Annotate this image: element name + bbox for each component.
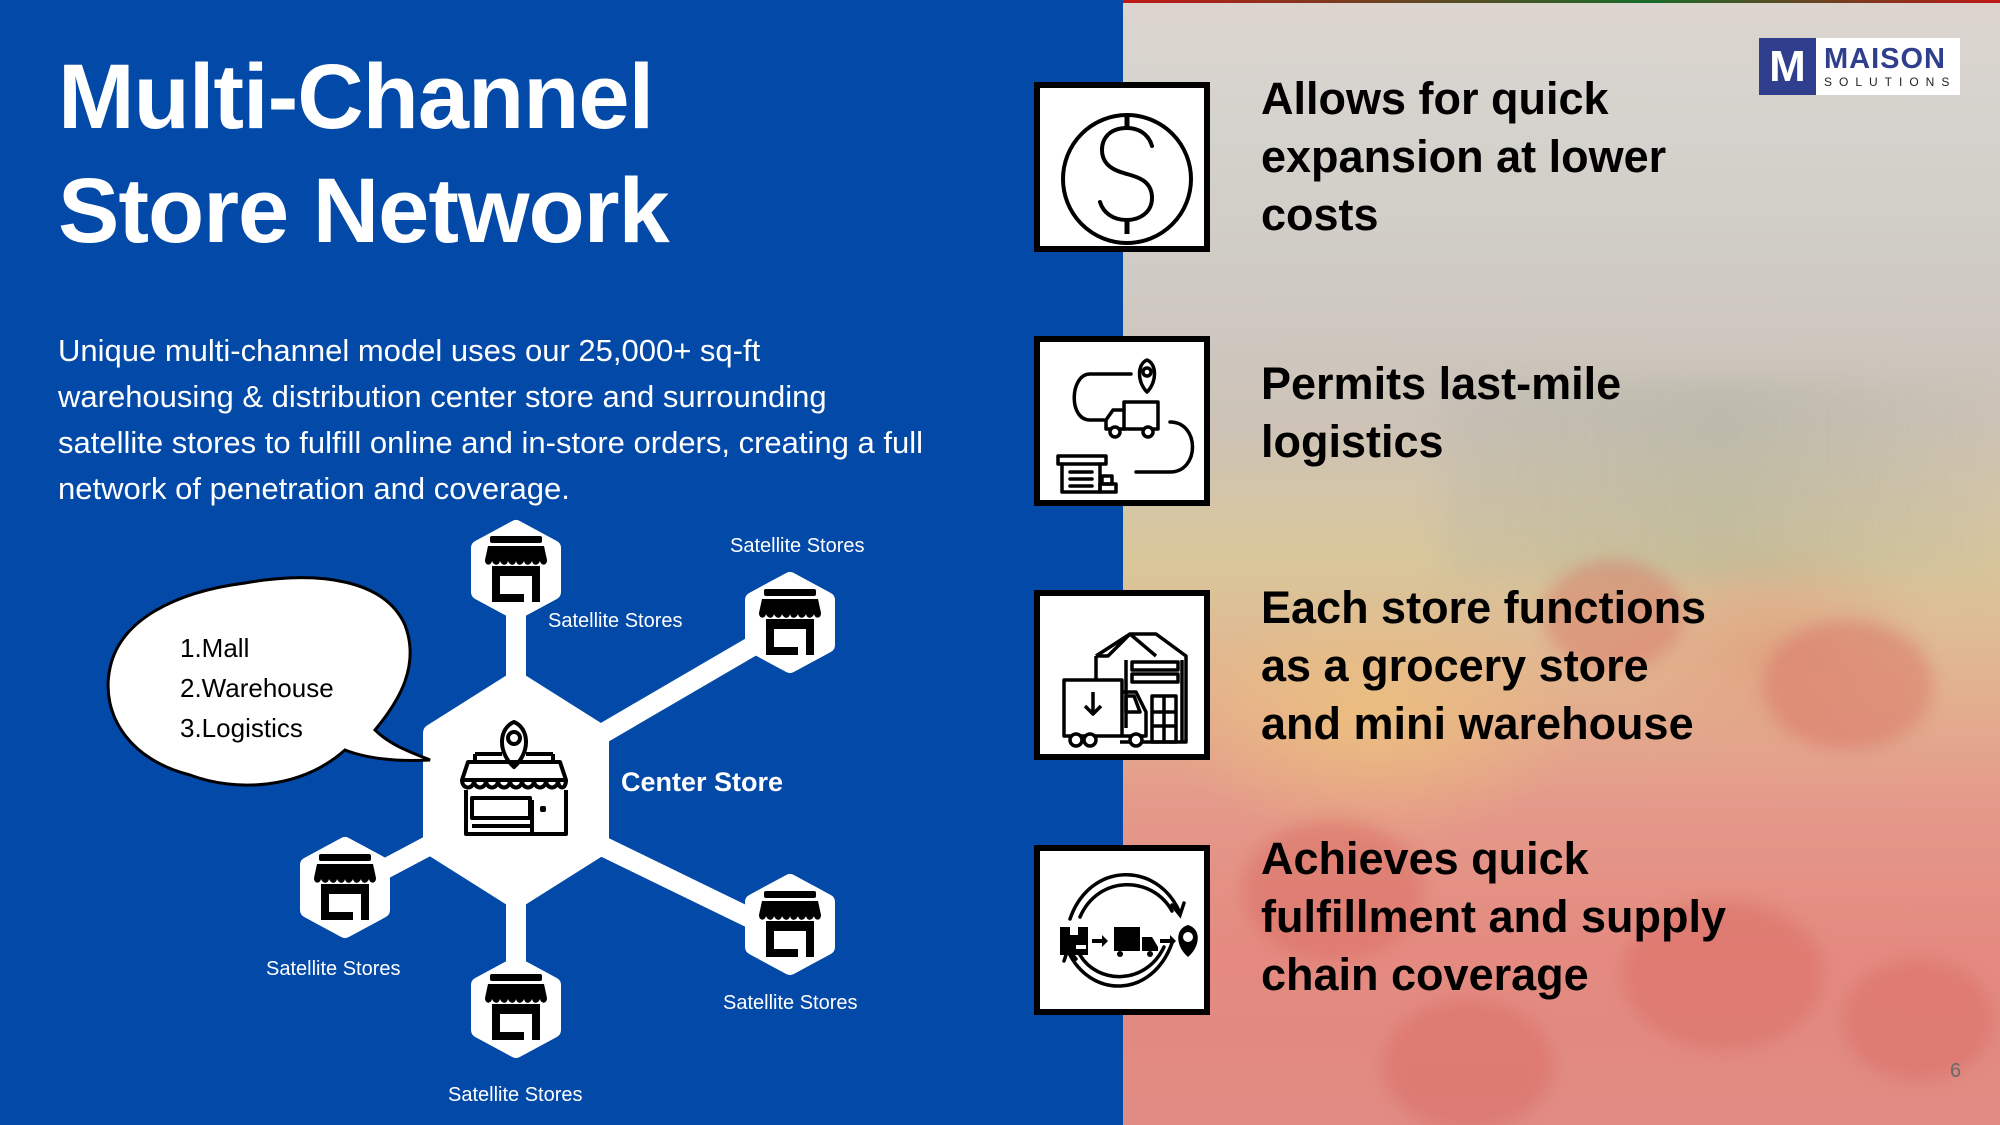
- slide-title: Multi-Channel Store Network: [58, 40, 670, 268]
- warehouse-truck-icon: [1062, 632, 1188, 748]
- feature-icon-box-1: [1034, 82, 1210, 252]
- dollar-coin-icon: [1061, 113, 1193, 245]
- center-store-hexagon: [423, 671, 609, 909]
- company-logo: M MAISON SOLUTIONS: [1759, 38, 1960, 95]
- feature-1-line-3: costs: [1261, 189, 1379, 240]
- feature-icon-box-3: [1034, 590, 1210, 760]
- photo-top-edge: [1123, 0, 2000, 3]
- title-line-1: Multi-Channel: [58, 46, 654, 148]
- feature-1-line-1: Allows for quick: [1261, 73, 1609, 124]
- logo-text: MAISON SOLUTIONS: [1816, 38, 1960, 95]
- callout-item: 3.Logistics: [180, 713, 303, 743]
- feature-text-2: Permits last-mile logistics: [1261, 355, 1821, 471]
- logo-name: MAISON: [1824, 42, 1946, 75]
- feature-4-line-1: Achieves quick: [1261, 833, 1589, 884]
- intro-paragraph: Unique multi-channel model uses our 25,0…: [58, 333, 923, 506]
- logo-mark: M: [1759, 38, 1816, 95]
- satellite-label-top: Satellite Stores: [548, 610, 683, 632]
- satellite-label-top-right: Satellite Stores: [730, 535, 865, 557]
- satellite-label-bottom-left: Satellite Stores: [266, 958, 401, 980]
- supply-chain-cycle-icon: [1060, 873, 1198, 988]
- feature-text-3: Each store functions as a grocery store …: [1261, 579, 1821, 753]
- feature-text-1: Allows for quick expansion at lower cost…: [1261, 70, 1821, 244]
- feature-1-line-2: expansion at lower: [1261, 131, 1667, 182]
- feature-3-line-3: and mini warehouse: [1261, 698, 1694, 749]
- feature-3-line-1: Each store functions: [1261, 582, 1707, 633]
- logo-subtitle: SOLUTIONS: [1824, 74, 1957, 89]
- callout-item: 1.Mall: [180, 633, 250, 663]
- feature-text-4: Achieves quick fulfillment and supply ch…: [1261, 830, 1821, 1004]
- center-store-label: Center Store: [621, 767, 784, 797]
- left-panel: [0, 0, 1123, 1125]
- feature-3-line-2: as a grocery store: [1261, 640, 1649, 691]
- callout-list: 1.Mall 2.Warehouse 3.Logistics: [180, 628, 334, 748]
- feature-2-line-1: Permits last-mile: [1261, 358, 1622, 409]
- store-network-diagram: [106, 520, 835, 1058]
- callout-item: 2.Warehouse: [180, 673, 334, 703]
- title-line-2: Store Network: [58, 160, 670, 262]
- feature-icon-box-2: [1034, 336, 1210, 506]
- feature-icon-box-4: [1034, 845, 1210, 1015]
- callout-bubble: [106, 576, 431, 787]
- feature-2-line-2: logistics: [1261, 416, 1444, 467]
- feature-4-line-3: chain coverage: [1261, 949, 1589, 1000]
- background-photo-grocery: [1123, 0, 2000, 1125]
- page-number: 6: [1950, 1060, 1962, 1082]
- last-mile-delivery-icon: [1056, 358, 1195, 494]
- satellite-label-bottom: Satellite Stores: [448, 1084, 583, 1106]
- store-location-icon: [460, 720, 568, 836]
- feature-4-line-2: fulfillment and supply: [1261, 891, 1727, 942]
- satellite-label-bottom-right: Satellite Stores: [723, 992, 858, 1014]
